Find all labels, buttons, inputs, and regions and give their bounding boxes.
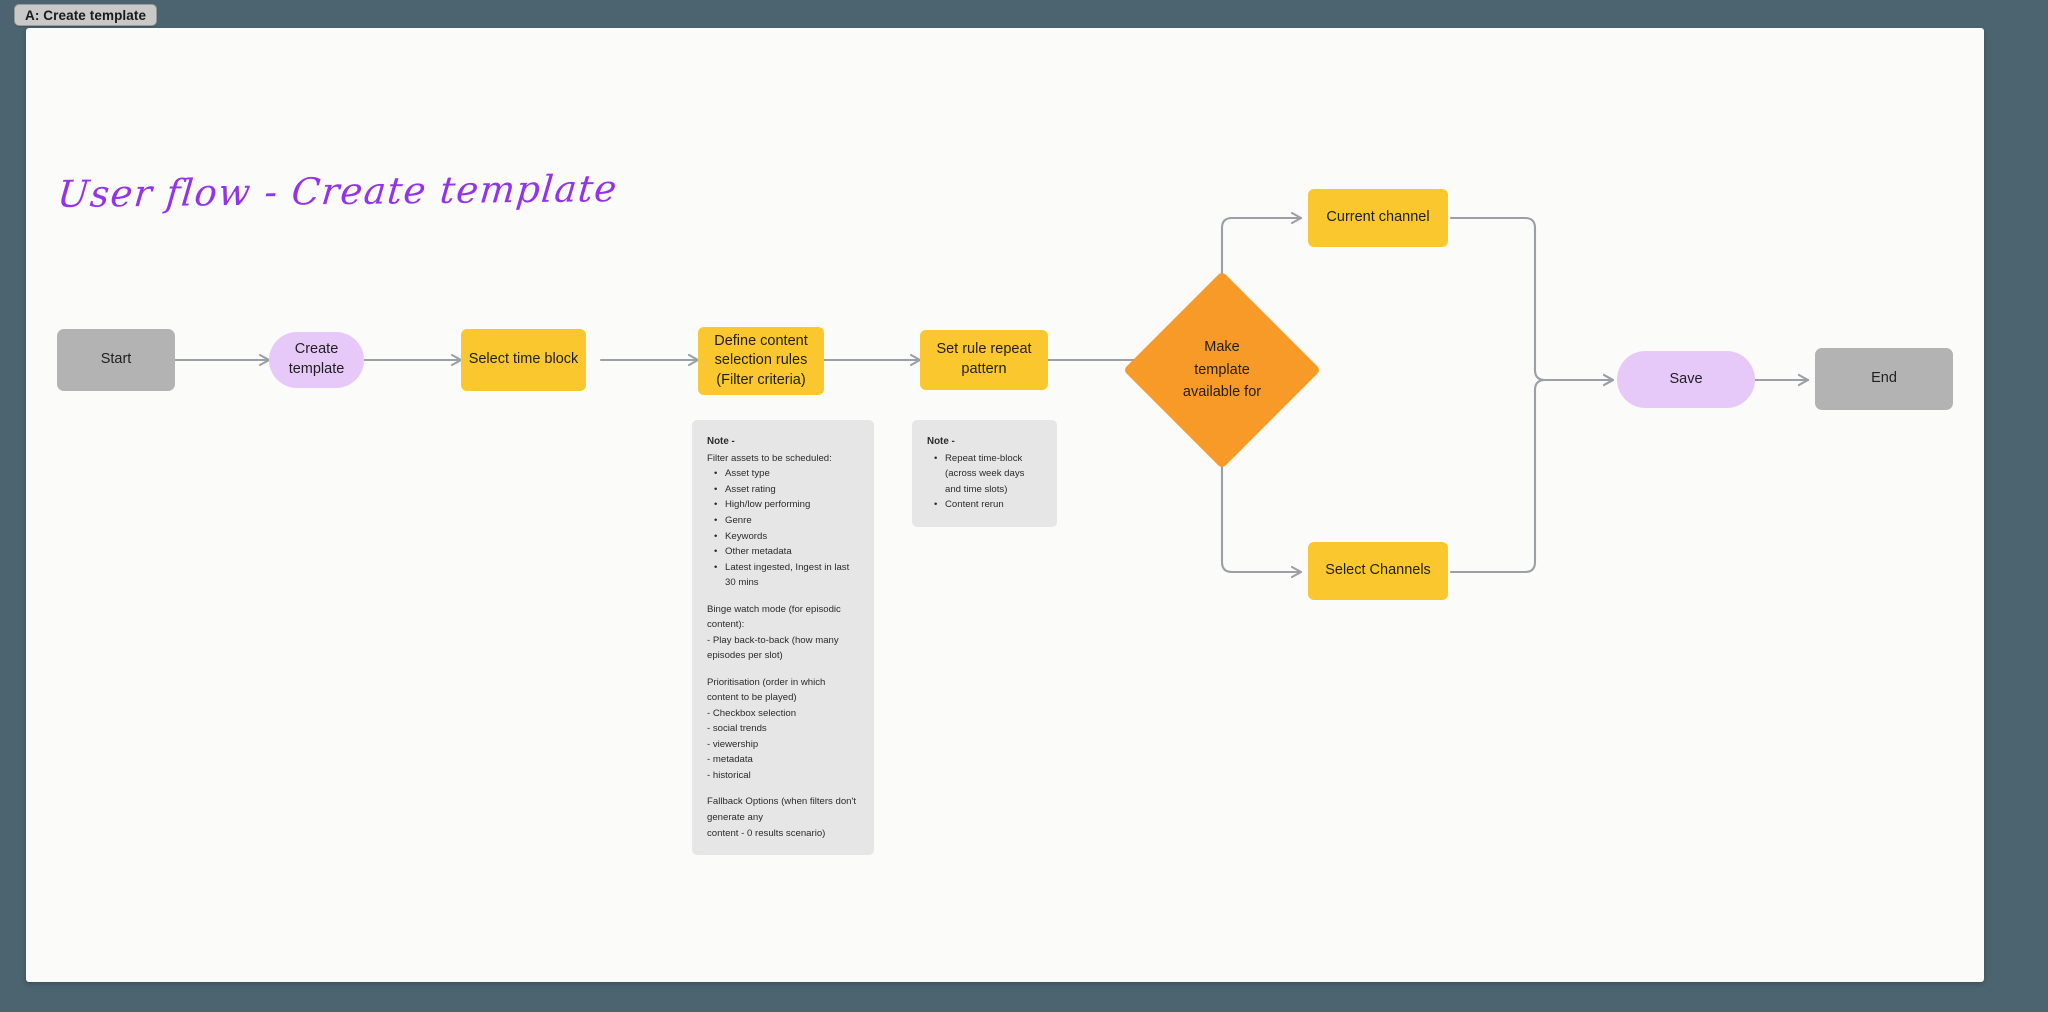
note-filter-criteria[interactable]: Note - Filter assets to be scheduled: As… [692, 420, 874, 856]
note-prioritisation-line3: - social trends [707, 723, 767, 735]
note-repeat-pattern-bullets: Repeat time-block (across week days and … [933, 451, 1041, 513]
node-define-content-label-line1: Define content [714, 332, 808, 349]
flow-diagram: User flow - Create template [26, 28, 1984, 982]
note-filter-criteria-bullets: Asset type Asset rating High/low perform… [713, 466, 858, 590]
note-binge-line1: Binge watch mode (for episodic content): [707, 603, 844, 631]
decision-diamond-shape [1123, 271, 1321, 469]
note-fallback-line2: content - 0 results scenario) [707, 827, 826, 839]
node-set-rule-repeat[interactable]: Set rule repeat pattern [920, 330, 1048, 390]
list-item: Repeat time-block (across week days and … [933, 451, 1041, 498]
diagram-canvas[interactable]: User flow - Create template [26, 28, 1984, 982]
node-end-label: End [1871, 370, 1897, 387]
note-prioritisation-line6: - historical [707, 769, 751, 781]
node-current-channel[interactable]: Current channel [1308, 189, 1448, 247]
note-repeat-pattern[interactable]: Note - Repeat time-block (across week da… [912, 420, 1057, 527]
note-binge-line2: - Play back-to-back (how many episodes p… [707, 634, 842, 662]
node-create-template[interactable]: Create template [269, 332, 364, 388]
note-spacer [707, 783, 858, 794]
note-filter-criteria-intro: Filter assets to be scheduled: [707, 452, 832, 464]
tab-create-template[interactable]: A: Create template [14, 4, 158, 26]
node-save[interactable]: Save [1617, 351, 1755, 408]
node-start[interactable]: Start [57, 329, 175, 391]
list-item: Keywords [713, 529, 858, 545]
list-item: Content rerun [933, 497, 1041, 513]
tab-bar: A: Create template [14, 4, 158, 26]
list-item: Genre [713, 513, 858, 529]
node-define-content-label-line3: (Filter criteria) [716, 371, 806, 388]
list-item: Latest ingested, Ingest in last 30 mins [713, 560, 858, 591]
list-item: Asset rating [713, 482, 858, 498]
page-title: User flow - Create template [55, 167, 620, 216]
note-repeat-pattern-heading: Note - [927, 436, 955, 447]
note-prioritisation-line1: Prioritisation (order in which content t… [707, 676, 829, 704]
node-select-channels-label: Select Channels [1325, 562, 1431, 579]
node-set-rule-repeat-label: Set rule repeat pattern [936, 341, 1032, 377]
node-create-template-label: Create template [288, 341, 345, 377]
note-prioritisation-line5: - metadata [707, 754, 753, 766]
node-end[interactable]: End [1815, 348, 1953, 410]
note-prioritisation-line2: - Checkbox selection [707, 707, 797, 719]
node-define-content[interactable]: Define content selection rules (Filter c… [698, 327, 824, 395]
note-fallback-line1: Fallback Options (when filters don't gen… [707, 796, 859, 824]
list-item: Other metadata [713, 544, 858, 560]
node-start-label: Start [100, 351, 132, 368]
node-define-content-label-line2: selection rules [714, 352, 808, 369]
note-spacer [707, 591, 858, 602]
node-select-channels[interactable]: Select Channels [1308, 542, 1448, 600]
node-current-channel-label: Current channel [1326, 209, 1430, 226]
list-item: High/low performing [713, 497, 858, 513]
note-prioritisation-line4: - viewership [707, 738, 759, 750]
edge-current-channel-save [1449, 216, 1615, 387]
node-make-available[interactable]: Make template available for [1123, 271, 1321, 469]
list-item: Asset type [713, 466, 858, 482]
note-spacer [707, 664, 858, 675]
note-filter-criteria-heading: Note - [707, 436, 735, 447]
node-select-time-block[interactable]: Select time block [461, 329, 586, 391]
node-select-time-block-label: Select time block [468, 351, 579, 368]
edge-select-channels-save [1449, 373, 1615, 574]
node-save-label: Save [1669, 370, 1703, 387]
